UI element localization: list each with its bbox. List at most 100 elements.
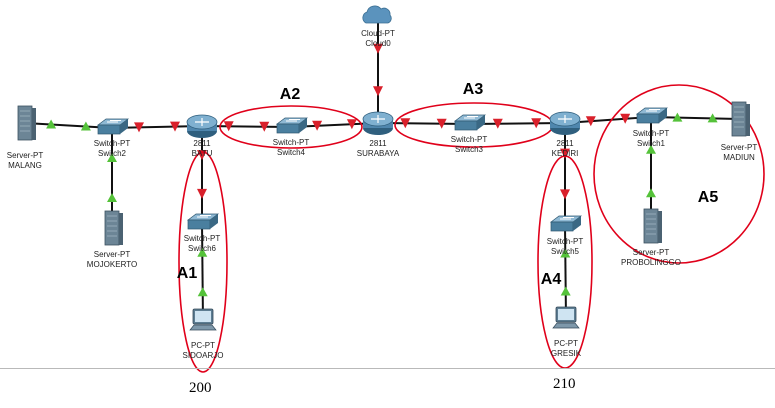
- link-status-down-marker: [134, 122, 144, 133]
- device-name-label: MOJOKERTO: [87, 260, 137, 269]
- link-status-up-marker: [107, 153, 117, 162]
- router-icon: [186, 114, 218, 138]
- link-status-up-marker: [46, 119, 57, 129]
- device-type-label: Switch-PT: [633, 129, 670, 138]
- device-name-label: Switch2: [98, 149, 127, 158]
- pc-icon: [552, 306, 580, 329]
- bottom-divider: [0, 368, 775, 369]
- link-status-up-marker: [560, 248, 571, 258]
- device-type-label: PC-PT: [554, 339, 578, 348]
- switch-icon: [453, 114, 487, 131]
- area-a2-label: A2: [280, 86, 301, 103]
- device-name-label: MALANG: [8, 161, 42, 170]
- device-name-label: Switch6: [188, 244, 217, 253]
- device-type-label: 2811: [556, 139, 574, 148]
- area-a5-label: A5: [698, 189, 719, 206]
- device-name-label: SURABAYA: [357, 149, 400, 158]
- area-a1-label: A1: [177, 265, 198, 282]
- device-name-label: GRESIK: [551, 349, 582, 358]
- device-type-label: Switch-PT: [547, 237, 584, 246]
- devices-layer: Server-PTMALANGSwitch-PTSwitch2Server-PT…: [7, 5, 758, 360]
- link-status-down-marker: [585, 116, 596, 127]
- switch-icon: [635, 107, 669, 124]
- device-type-label: Switch-PT: [451, 135, 488, 144]
- area-a5-outline: [593, 84, 765, 264]
- server-icon: [731, 101, 750, 137]
- device-type-label: PC-PT: [191, 341, 215, 350]
- device-type-label: Cloud-PT: [361, 29, 395, 38]
- device-name-label: Switch1: [637, 139, 666, 148]
- link-status-up-marker: [672, 112, 683, 122]
- device-type-label: Server-PT: [7, 151, 44, 160]
- area-a4-label: A4: [541, 271, 562, 288]
- link-status-down-marker: [400, 118, 411, 129]
- link-status-up-marker: [707, 113, 718, 123]
- link-status-down-marker: [560, 148, 570, 159]
- switch-icon: [96, 118, 130, 135]
- device-name-label: Cloud0: [365, 39, 391, 48]
- link-status-up-marker: [560, 286, 571, 296]
- device-name-label: SIDOARJO: [183, 351, 224, 360]
- link-status-down-marker: [620, 113, 631, 124]
- area-a1-outline: [178, 151, 228, 373]
- link-status-down-marker: [259, 121, 270, 132]
- device-name-label: KEDIRI: [552, 149, 579, 158]
- switch-icon: [275, 117, 309, 134]
- device-type-label: 2811: [369, 139, 387, 148]
- link-switch5-pc_gresik: [564, 224, 567, 321]
- device-type-label: Server-PT: [721, 143, 758, 152]
- device-type-label: Switch-PT: [184, 234, 221, 243]
- link-status-up-marker: [197, 247, 208, 257]
- link-status-down-marker: [560, 189, 570, 200]
- device-name-label: Switch4: [277, 148, 306, 157]
- pc-icon: [189, 308, 217, 331]
- device-name-label: Switch5: [551, 247, 580, 256]
- link-status-down-marker: [492, 118, 503, 129]
- area-a2-outline: [219, 105, 363, 149]
- link-status-down-marker: [346, 119, 357, 130]
- bottom-value-left: 200: [189, 380, 212, 396]
- link-status-up-marker: [80, 121, 91, 131]
- router-icon: [362, 111, 394, 135]
- device-type-label: Switch-PT: [273, 138, 310, 147]
- link-switch6-pc_sidoarjo: [201, 222, 204, 323]
- link-router_surabaya-switch3: [377, 122, 470, 125]
- device-name-label: BATU: [192, 149, 213, 158]
- link-status-down-marker: [312, 120, 323, 131]
- device-type-label: 2811: [193, 139, 211, 148]
- link-status-down-marker: [436, 118, 447, 129]
- link-status-down-marker: [373, 43, 383, 54]
- labels-layer: A1 A2 A3 A4 A5: [177, 81, 719, 288]
- device-name-label: PROBOLINGGO: [621, 258, 681, 267]
- router-icon: [549, 111, 581, 135]
- device-type-label: Server-PT: [633, 248, 670, 257]
- cloud-icon: [362, 5, 392, 24]
- device-name-label: Switch3: [455, 145, 484, 154]
- link-status-down-marker: [197, 188, 207, 199]
- switch-icon: [549, 215, 583, 232]
- link-status-up-marker: [107, 193, 117, 202]
- link-status-down-marker: [223, 121, 234, 132]
- link-status-down-marker: [170, 121, 180, 132]
- switch-icon: [186, 213, 220, 230]
- link-server_malang-switch2: [24, 122, 113, 129]
- bottom-value-right: 210: [553, 376, 576, 392]
- device-type-label: Switch-PT: [94, 139, 131, 148]
